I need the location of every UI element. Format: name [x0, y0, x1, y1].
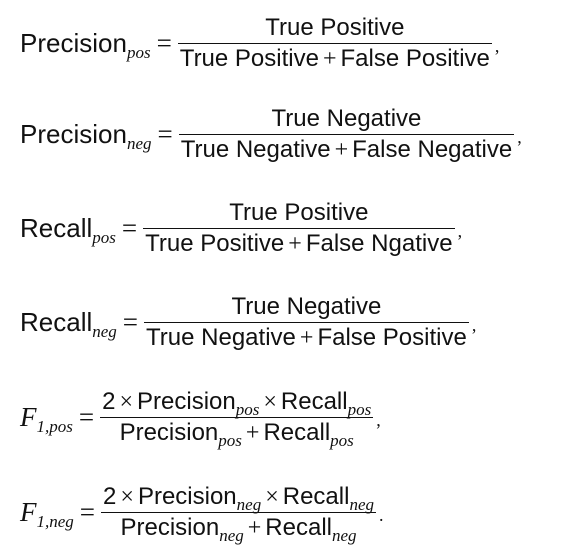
fraction-bar — [144, 322, 469, 324]
fraction: 2×Precisionpos×Recallpos Precisionpos+Re… — [100, 387, 374, 451]
num-term-b: Recall — [282, 483, 350, 510]
coefficient: 2 — [102, 388, 116, 415]
plus-sign: + — [247, 515, 262, 542]
lhs-base: Precision — [20, 119, 127, 150]
plus-sign: + — [299, 325, 314, 352]
denominator: Precisionneg+Recallneg — [118, 513, 358, 546]
punctuation: , — [376, 410, 381, 431]
lhs-subscript: neg — [126, 134, 152, 154]
punctuation: , — [471, 315, 477, 336]
equation-precision-neg: Precisionneg = True Negative True Negati… — [20, 104, 522, 165]
den-term-a: True Positive — [145, 230, 285, 258]
plus-sign: + — [322, 46, 337, 73]
lhs-f1-neg: F1,neg — [20, 497, 74, 532]
lhs-precision-neg: Precisionneg — [20, 119, 152, 154]
plus-sign: + — [245, 420, 260, 447]
denominator: Precisionpos+Recallpos — [118, 418, 356, 451]
equation-f1-pos: F1,pos = 2×Precisionpos×Recallpos Precis… — [20, 387, 381, 451]
equals-sign: = — [157, 119, 173, 150]
den-term-a-subscript: neg — [219, 526, 244, 546]
lhs-base: F — [20, 497, 37, 528]
lhs-base: Recall — [20, 307, 93, 338]
lhs-recall-neg: Recallneg — [20, 307, 117, 342]
numerator: True Positive — [229, 199, 369, 226]
numerator: True Positive — [265, 14, 405, 41]
equation-recall-neg: Recallneg = True Negative True Negative+… — [20, 292, 476, 353]
den-term-b: False Positive — [340, 45, 490, 73]
denominator: True Positive+False Positive — [178, 44, 492, 74]
lhs-subscript: pos — [126, 43, 151, 63]
numerator: True Negative — [271, 105, 422, 132]
equals-sign: = — [78, 402, 95, 433]
lhs-base: Precision — [20, 28, 127, 59]
numerator: 2×Precisionneg×Recallneg — [101, 482, 376, 514]
fraction-bar — [177, 43, 492, 45]
den-term-b: Recall — [265, 514, 332, 542]
lhs-recall-pos: Recallpos — [20, 213, 116, 248]
fraction-bar — [100, 417, 374, 419]
fraction: True Negative True Negative+False Negati… — [178, 104, 515, 165]
equals-sign: = — [79, 497, 96, 528]
den-term-b: False Negative — [352, 136, 513, 164]
num-term-b: Recall — [280, 388, 348, 415]
num-term-a: Precision — [137, 388, 236, 415]
den-term-a: True Positive — [179, 45, 319, 73]
times-sign: × — [120, 484, 134, 510]
equals-sign: = — [156, 28, 172, 59]
den-term-b-subscript: neg — [332, 526, 357, 546]
plus-sign: + — [334, 137, 349, 164]
coefficient: 2 — [103, 483, 117, 510]
times-sign: × — [265, 484, 279, 510]
lhs-subscript: 1,neg — [36, 512, 74, 532]
den-term-b: False Ngative — [305, 230, 453, 258]
fraction: True Positive True Positive+False Ngativ… — [143, 198, 455, 259]
num-term-b-subscript: pos — [347, 400, 372, 419]
fraction: True Negative True Negative+False Positi… — [144, 292, 469, 353]
denominator: True Negative+False Negative — [179, 135, 514, 165]
fraction-bar — [101, 512, 376, 514]
equals-sign: = — [121, 213, 138, 244]
lhs-subscript: neg — [92, 322, 117, 342]
punctuation: , — [494, 36, 500, 57]
times-sign: × — [119, 389, 134, 415]
equation-f1-neg: F1,neg = 2×Precisionneg×Recallneg Precis… — [20, 482, 384, 546]
fraction-bar — [143, 228, 455, 230]
lhs-subscript: 1,pos — [36, 417, 73, 437]
den-term-a: Precision — [120, 514, 220, 542]
den-term-a-subscript: pos — [218, 431, 242, 451]
den-term-a: True Negative — [180, 136, 331, 164]
equation-recall-pos: Recallpos = True Positive True Positive+… — [20, 198, 462, 259]
num-term-a-subscript: pos — [235, 400, 260, 419]
numerator: 2×Precisionpos×Recallpos — [100, 387, 373, 419]
fraction: 2×Precisionneg×Recallneg Precisionneg+Re… — [101, 482, 376, 546]
den-term-a: True Negative — [146, 324, 296, 352]
fraction: True Positive True Positive+False Positi… — [177, 13, 492, 74]
lhs-subscript: pos — [92, 228, 116, 248]
denominator: True Positive+False Ngative — [143, 229, 454, 259]
denominator: True Negative+False Positive — [144, 323, 469, 353]
punctuation: , — [457, 221, 463, 242]
den-term-b: Recall — [263, 419, 331, 447]
lhs-f1-pos: F1,pos — [20, 402, 73, 437]
lhs-precision-pos: Precisionpos — [20, 28, 151, 63]
equals-sign: = — [122, 307, 139, 338]
num-term-b-subscript: neg — [349, 495, 374, 514]
den-term-b-subscript: pos — [330, 431, 354, 451]
equation-precision-pos: Precisionpos = True Positive True Positi… — [20, 13, 499, 74]
lhs-base: F — [20, 402, 37, 433]
lhs-base: Recall — [20, 213, 93, 244]
num-term-a: Precision — [137, 483, 237, 510]
times-sign: × — [263, 389, 277, 415]
numerator: True Negative — [231, 293, 382, 320]
den-term-b: False Positive — [317, 324, 467, 352]
punctuation: . — [379, 505, 384, 526]
plus-sign: + — [288, 231, 302, 258]
fraction-bar — [178, 134, 515, 136]
num-term-a-subscript: neg — [236, 495, 262, 514]
den-term-a: Precision — [119, 419, 219, 447]
punctuation: , — [517, 127, 522, 148]
